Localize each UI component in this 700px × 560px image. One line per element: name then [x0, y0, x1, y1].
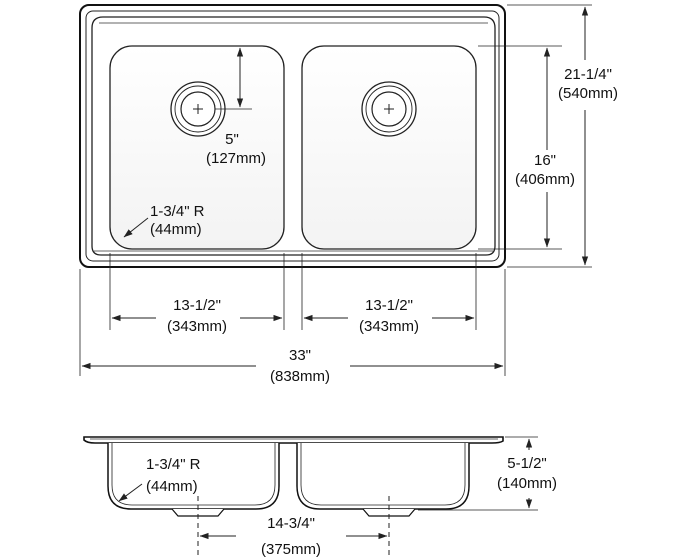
- left-bowl-width-imperial: 13-1/2": [173, 297, 221, 314]
- top-view: 5" (127mm) 1-3/4" R (44mm) 16" (406mm) 2…: [79, 4, 618, 385]
- overall-width-metric: (838mm): [270, 368, 330, 385]
- bowl-depth-dimension: 5-1/2" (140mm): [418, 436, 557, 511]
- right-drain: [361, 81, 417, 137]
- corner-radius-side-metric: (44mm): [146, 478, 198, 495]
- overall-width-imperial: 33": [289, 347, 311, 364]
- sink-deck-edge: [91, 16, 496, 256]
- right-bowl-width-dimension: 13-1/2" (343mm): [303, 297, 475, 335]
- overall-depth-imperial: 21-1/4": [564, 66, 612, 83]
- bowl-length-imperial: 16": [534, 152, 556, 169]
- corner-radius-dimension-side: 1-3/4" R (44mm): [118, 456, 201, 502]
- left-bowl-width-metric: (343mm): [167, 318, 227, 335]
- corner-radius-dimension-top: 1-3/4" R (44mm): [123, 203, 205, 238]
- side-view: 1-3/4" R (44mm) 14-3/4" (375mm) 5-1/2" (…: [83, 436, 557, 558]
- overall-depth-dimension: 21-1/4" (540mm): [507, 4, 618, 268]
- sink-flange: [83, 436, 504, 444]
- left-bowl-section: [107, 443, 280, 510]
- bowl-length-dimension: 16" (406mm): [478, 45, 575, 250]
- drain-offset-imperial: 5": [225, 131, 239, 148]
- bowl-length-metric: (406mm): [515, 171, 575, 188]
- corner-radius-side-imperial: 1-3/4" R: [146, 456, 201, 473]
- right-bowl-section: [296, 443, 470, 510]
- drain-offset-metric: (127mm): [206, 150, 266, 167]
- bowl-depth-imperial: 5-1/2": [507, 455, 547, 472]
- sink-rim-inner-line: [85, 10, 500, 262]
- bowl-depth-metric: (140mm): [497, 475, 557, 492]
- right-bowl-width-imperial: 13-1/2": [365, 297, 413, 314]
- corner-radius-top-metric: (44mm): [150, 221, 202, 238]
- right-bowl-width-metric: (343mm): [359, 318, 419, 335]
- right-bowl: [301, 45, 477, 250]
- left-bowl-width-dimension: 13-1/2" (343mm): [111, 297, 283, 335]
- overall-depth-metric: (540mm): [558, 85, 618, 102]
- drain-spacing-dimension: 14-3/4" (375mm): [199, 515, 388, 558]
- corner-radius-top-imperial: 1-3/4" R: [150, 203, 205, 220]
- drain-spacing-metric: (375mm): [261, 541, 321, 558]
- drain-offset-dimension: 5" (127mm): [206, 45, 266, 167]
- drain-spacing-imperial: 14-3/4": [267, 515, 315, 532]
- overall-width-dimension: 33" (838mm): [81, 347, 504, 385]
